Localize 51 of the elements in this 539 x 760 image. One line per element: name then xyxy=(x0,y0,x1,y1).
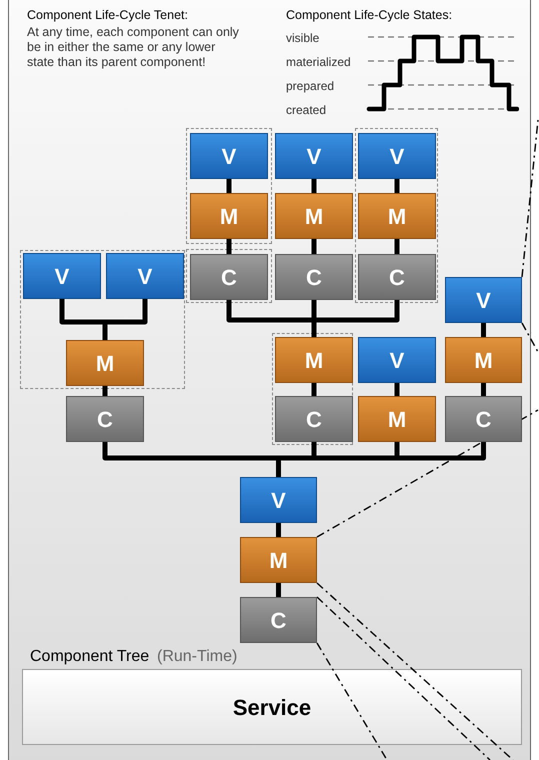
state-label: prepared xyxy=(286,78,334,95)
component-box: C xyxy=(66,396,144,442)
model-box: M xyxy=(445,337,522,383)
view-box: V xyxy=(190,133,268,179)
view-box: V xyxy=(358,133,436,179)
view-box: V xyxy=(358,337,436,383)
component-box: C xyxy=(358,254,436,300)
model-box: M xyxy=(66,340,144,386)
view-box: V xyxy=(23,253,101,299)
service-box: Service xyxy=(22,669,522,745)
view-box: V xyxy=(106,253,184,299)
component-box: C xyxy=(190,254,268,300)
tree-connector xyxy=(226,179,232,193)
tree-connector xyxy=(312,383,316,396)
model-box: M xyxy=(240,537,317,583)
view-box: V xyxy=(240,477,317,523)
model-box: M xyxy=(190,193,268,239)
tree-connector xyxy=(481,323,486,337)
projection-line xyxy=(316,582,514,760)
state-label: visible xyxy=(286,30,320,47)
heading: Component Life-Cycle Tenet: xyxy=(27,7,188,24)
tenet-text: At any time, each component can only be in either the same or any lower state than its parent component! xyxy=(27,25,239,70)
tree-connector xyxy=(394,383,400,396)
component-box: C xyxy=(445,396,522,442)
section-subtitle: (Run-Time) xyxy=(157,647,238,667)
model-box: M xyxy=(358,396,436,442)
component-box: C xyxy=(240,597,317,643)
tree-connector xyxy=(312,179,316,193)
projection-line xyxy=(316,596,490,760)
tree-connector xyxy=(226,239,232,254)
view-box: V xyxy=(445,277,522,323)
tree-connector xyxy=(312,239,316,254)
projection-line xyxy=(521,322,539,352)
model-box: M xyxy=(275,193,353,239)
state-label: materialized xyxy=(286,54,351,71)
heading: Component Life-Cycle States: xyxy=(286,7,452,24)
tree-connector xyxy=(276,583,281,597)
section-title: Component Tree xyxy=(30,647,150,667)
component-box: C xyxy=(275,254,353,300)
projection-line xyxy=(316,642,388,760)
state-label: created xyxy=(286,102,326,119)
model-box: M xyxy=(358,193,436,239)
tree-connector xyxy=(394,179,400,193)
tree-connector xyxy=(276,523,281,537)
model-box: M xyxy=(275,337,353,383)
tree-connector xyxy=(394,239,400,254)
tree-connector xyxy=(102,386,108,396)
projection-line xyxy=(521,120,539,278)
view-box: V xyxy=(275,133,353,179)
tree-connector xyxy=(481,383,486,396)
component-box: C xyxy=(275,396,353,442)
